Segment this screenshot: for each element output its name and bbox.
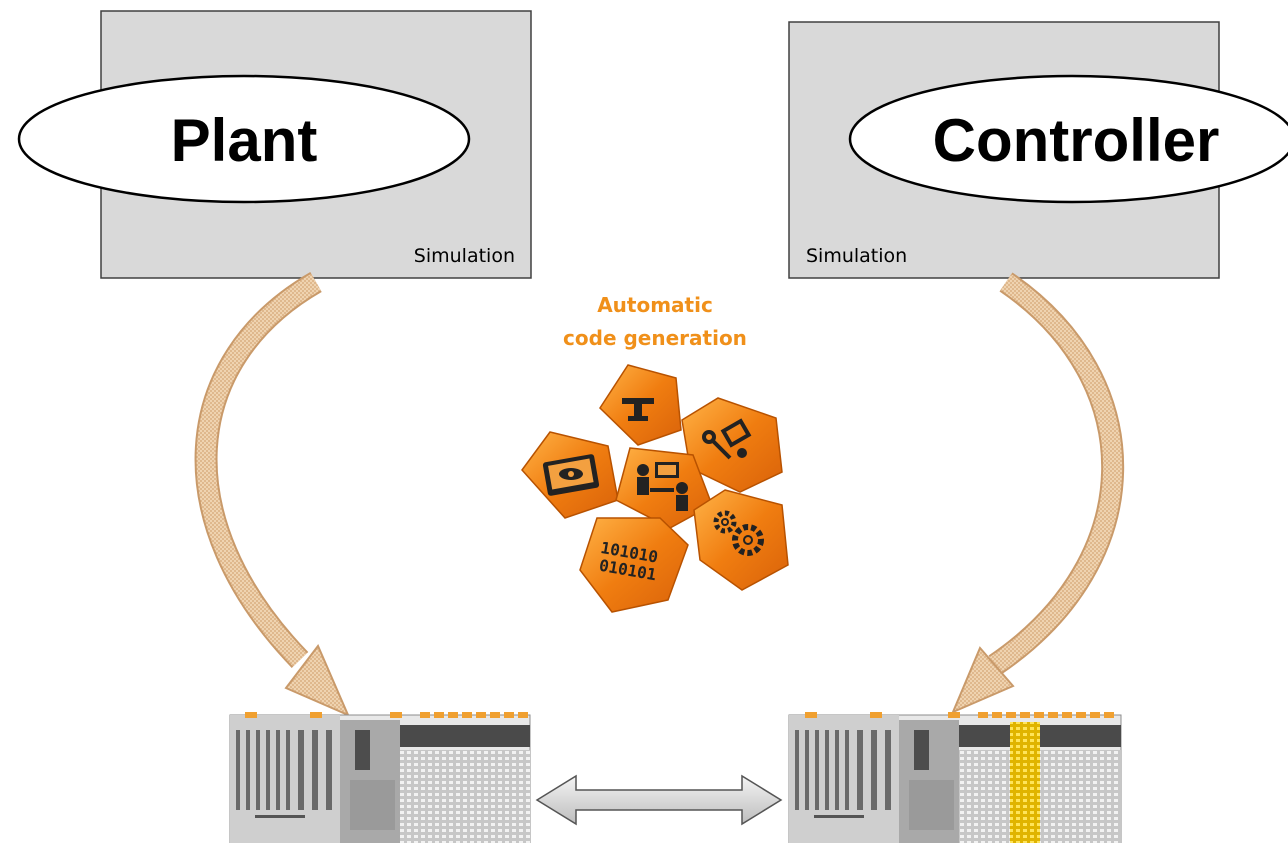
team-tile	[615, 447, 713, 529]
controller-hardware-module	[788, 712, 1122, 843]
code-generation-cluster: 101010 010101	[521, 364, 789, 613]
plant-simulation-label: Simulation	[414, 245, 515, 267]
tools-tile	[681, 397, 783, 493]
plant-title: Plant	[171, 107, 318, 174]
gears-tile	[693, 489, 789, 591]
gears-icon	[713, 510, 764, 556]
plant-hardware-module	[229, 712, 531, 843]
caption-line-2: code generation	[563, 326, 747, 350]
controller-ellipse	[848, 74, 1288, 204]
plant-to-hardware-arrow	[194, 272, 350, 717]
scale-tile	[599, 364, 682, 446]
controller-title: Controller	[933, 107, 1220, 174]
plant-ellipse	[17, 74, 471, 204]
monitor-eye-icon	[542, 454, 600, 496]
bidirectional-arrow	[535, 774, 783, 826]
controller-simulation-box: Controller Simulation	[788, 21, 1288, 279]
controller-to-hardware-arrow	[951, 272, 1125, 714]
highlighted-io-slot	[1010, 722, 1040, 843]
caption-line-1: Automatic	[597, 293, 713, 317]
scale-icon	[622, 398, 654, 421]
plant-simulation-box: Plant Simulation	[17, 10, 532, 279]
tools-icon	[702, 418, 752, 460]
controller-simulation-label: Simulation	[806, 245, 907, 267]
binary-tile: 101010 010101	[579, 517, 689, 613]
team-meeting-icon	[637, 462, 688, 511]
monitor-tile	[521, 431, 619, 519]
